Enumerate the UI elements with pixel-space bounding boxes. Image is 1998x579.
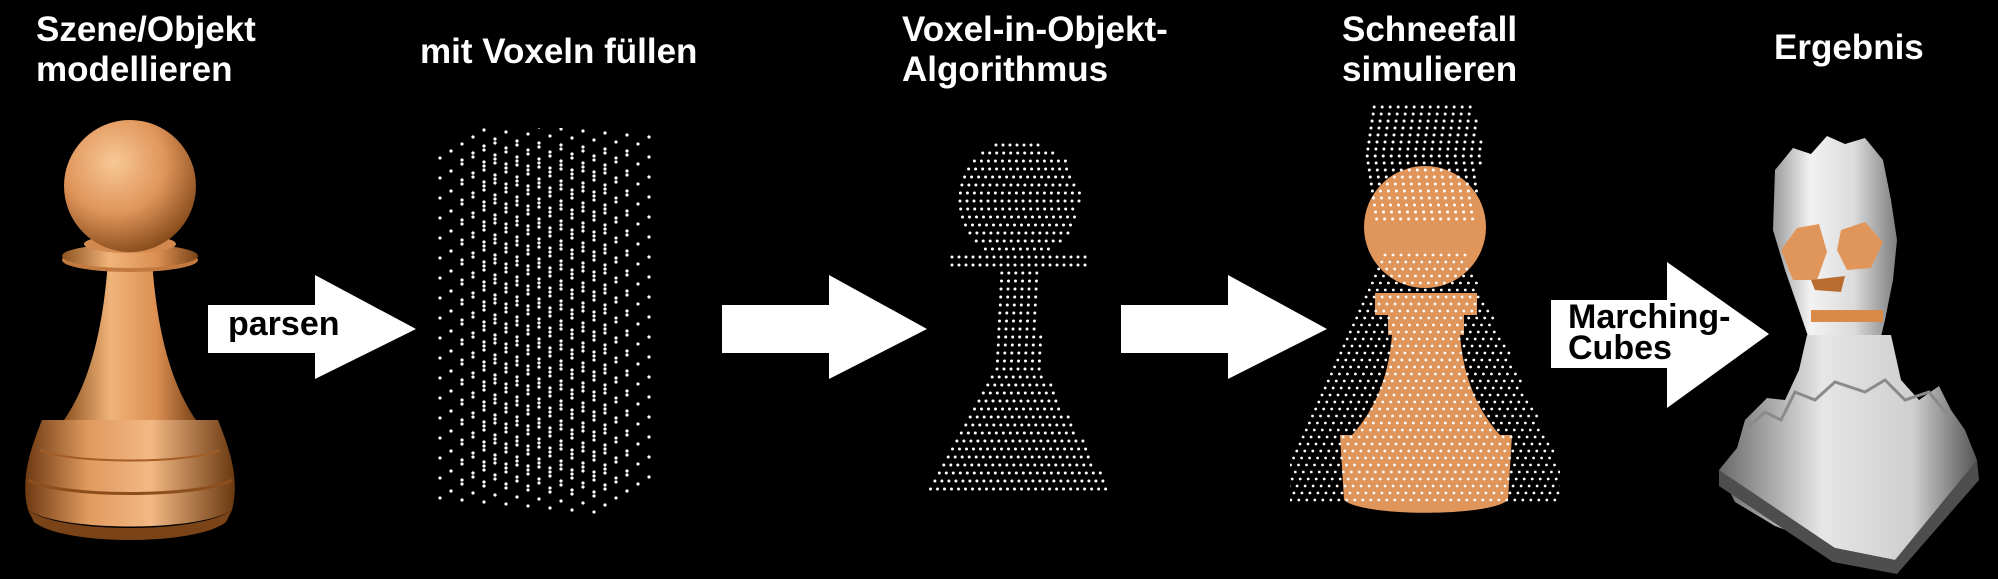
arrow-1-label-line1: parsen [228,305,340,343]
result-render-image [1719,136,1979,574]
arrow-4 [1551,262,1769,408]
arrow-1-label: parsen [228,307,340,341]
arrow-3 [1121,275,1327,379]
step-1-title-line1: Szene/Objekt [36,10,256,49]
step-3-title: Voxel-in-Objekt- Algorithmus [902,10,1168,90]
voxel-pawn-image [929,143,1108,491]
step-3-title-line2: Algorithmus [902,50,1109,89]
step-1-title: Szene/Objekt modellieren [36,10,256,90]
step-4-title: Schneefall simulieren [1342,10,1517,90]
arrow-4-label: Marching- Cubes [1568,300,1730,367]
voxel-grid-image [438,128,651,514]
step-1-title-line2: modellieren [36,50,233,89]
step-5-title-line1: Ergebnis [1774,28,1924,67]
step-2-title-line1: mit Voxeln füllen [420,32,698,71]
arrow-1 [208,275,416,379]
arrow-2 [722,275,927,379]
step-3-title-line1: Voxel-in-Objekt- [902,10,1168,49]
arrow-4-label-line1: Marching- [1568,298,1731,336]
step-2-title: mit Voxeln füllen [420,32,697,72]
step-4-title-line1: Schneefall [1342,10,1518,49]
snowfall-simulation-image [1290,105,1560,513]
pawn-model-image [25,120,235,540]
step-5-title: Ergebnis [1774,28,1924,68]
arrow-4-label-line2: Cubes [1568,329,1672,367]
step-4-title-line2: simulieren [1342,50,1518,89]
